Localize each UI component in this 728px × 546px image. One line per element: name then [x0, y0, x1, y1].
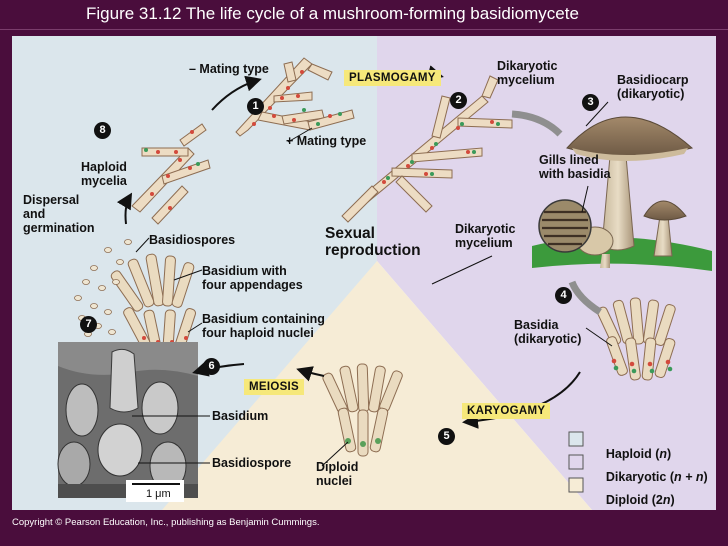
sexual-reproduction-label: Sexual reproduction — [325, 225, 421, 259]
gills-label: Gills lined with basidia — [539, 153, 611, 181]
step-1: 1 — [247, 98, 264, 115]
pointer-lines — [132, 101, 613, 467]
key-diploid: Diploid (2n) — [605, 493, 675, 507]
basidia-dikaryotic-label: Basidia (dikaryotic) — [514, 318, 582, 346]
step-4: 4 — [555, 287, 572, 304]
copyright-notice: Copyright © Pearson Education, Inc., pub… — [12, 517, 320, 528]
mating-hyphae — [131, 57, 355, 225]
basidia-dikaryotic-cluster — [596, 297, 676, 381]
gill-closeup — [538, 199, 592, 253]
scale-label: 1 μm — [146, 488, 171, 500]
figure-title: Figure 31.12 The life cycle of a mushroo… — [86, 4, 579, 23]
haploid-mycelia-label: Haploid mycelia — [81, 160, 127, 188]
basidium-label: Basidium — [212, 409, 269, 423]
title-divider — [0, 29, 728, 30]
gray-arrow-bottom — [568, 280, 602, 315]
haploid-nuclei — [150, 70, 332, 210]
sem-micrograph — [57, 342, 198, 498]
basidiospores-label: Basidiospores — [149, 233, 236, 247]
key-haploid: Haploid (n) — [605, 447, 672, 461]
step-6: 6 — [203, 358, 220, 375]
diagram-panel: 1 2 3 4 5 6 7 8 PLASMOGAMY KARYOGAMY MEI… — [12, 36, 716, 510]
basidium-four-label: Basidium with four appendages — [202, 264, 303, 292]
spores-dispersed — [74, 239, 132, 337]
basidiocarp-label: Basidiocarp (dikaryotic) — [617, 73, 689, 101]
diagram-canvas — [12, 36, 716, 510]
plus-mating-type-label: + Mating type — [286, 134, 367, 148]
minus-mating-type-label: – Mating type — [189, 62, 269, 76]
dikaryotic-mycelium-top-label: Dikaryotic mycelium — [497, 59, 558, 87]
key-swatch-diploid — [568, 477, 584, 493]
scale-bar-frame — [126, 480, 184, 502]
diploid-nuclei-marks — [345, 438, 381, 447]
key-dikaryotic: Dikaryotic (n + n) — [605, 470, 708, 484]
dikaryotic-mycelium-mid-label: Dikaryotic mycelium — [455, 222, 516, 250]
plasmogamy-tag: PLASMOGAMY — [344, 70, 441, 86]
basidia-dikaryotic-nuclei — [611, 358, 673, 374]
step-7: 7 — [80, 316, 97, 333]
gray-arrow-top — [511, 110, 563, 137]
step-2: 2 — [450, 92, 467, 109]
basidiospore-label: Basidiospore — [212, 456, 292, 470]
step-5: 5 — [438, 428, 455, 445]
basidium-containing-label: Basidium containing four haploid nuclei — [202, 312, 325, 340]
meiosis-tag: MEIOSIS — [244, 379, 305, 395]
diploid-nuclei-label: Diploid nuclei — [316, 460, 359, 488]
dispersal-label: Dispersal and germination — [23, 193, 95, 235]
haploid-nuclei-green — [144, 108, 342, 166]
key-swatch-haploid — [568, 431, 584, 447]
step-3: 3 — [582, 94, 599, 111]
key-swatch-dikaryotic — [568, 454, 584, 470]
step-8: 8 — [94, 122, 111, 139]
dikaryotic-nuclei — [382, 120, 500, 184]
dikaryotic-hyphae — [341, 75, 513, 223]
karyogamy-tag: KARYOGAMY — [462, 403, 551, 419]
cycle-arrows — [116, 65, 581, 429]
